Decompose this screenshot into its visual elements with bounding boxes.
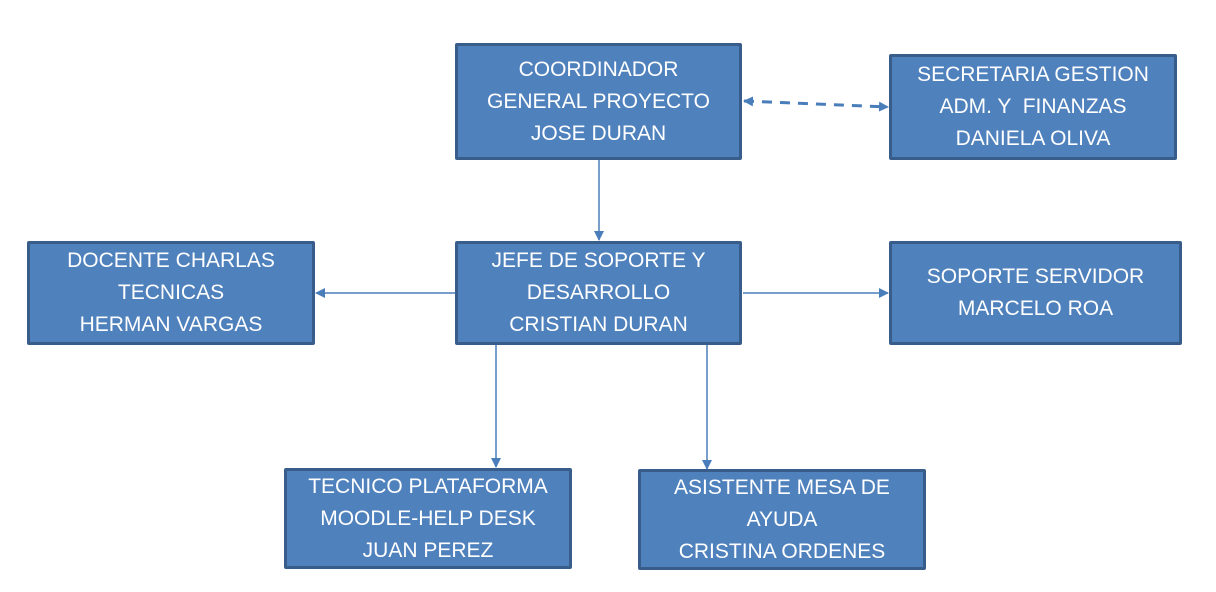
node-secretaria: SECRETARIA GESTION ADM. Y FINANZAS DANIE… (889, 54, 1177, 160)
node-asistente: ASISTENTE MESA DE AYUDA CRISTINA ORDENES (638, 469, 926, 570)
node-docente-line: DOCENTE CHARLAS (67, 249, 275, 272)
node-asistente-line: CRISTINA ORDENES (678, 539, 886, 563)
node-coordinador-line: GENERAL PROYECTO (487, 89, 710, 113)
node-jefe: JEFE DE SOPORTE Y DESARROLLO CRISTIAN DU… (455, 241, 742, 345)
node-tecnico-line: JUAN PEREZ (362, 538, 494, 562)
node-jefe-line: JEFE DE SOPORTE Y (491, 249, 706, 272)
node-jefe-line: DESARROLLO (526, 281, 671, 304)
node-docente: DOCENTE CHARLAS TECNICAS HERMAN VARGAS (27, 241, 315, 345)
node-docente-line: TECNICAS (117, 281, 225, 304)
node-jefe-line: CRISTIAN DURAN (509, 313, 688, 336)
node-tecnico: TECNICO PLATAFORMA MOODLE-HELP DESK JUAN… (284, 468, 572, 569)
node-asistente-line: AYUDA (746, 507, 818, 531)
node-secretaria-line: ADM. Y FINANZAS (939, 95, 1127, 118)
node-coordinador-line: COORDINADOR (518, 57, 679, 81)
node-docente-line: HERMAN VARGAS (79, 313, 263, 336)
node-soporte-line: SOPORTE SERVIDOR (926, 265, 1145, 288)
node-coordinador-line: JOSE DURAN (530, 121, 667, 145)
node-asistente-line: ASISTENTE MESA DE (674, 475, 890, 499)
edge-coordinador-secretaria (743, 96, 889, 112)
node-tecnico-line: TECNICO PLATAFORMA (308, 474, 548, 498)
node-soporte: SOPORTE SERVIDOR MARCELO ROA (889, 241, 1182, 345)
node-secretaria-line: SECRETARIA GESTION (917, 63, 1149, 86)
node-secretaria-line: DANIELA OLIVA (955, 127, 1111, 150)
node-coordinador: COORDINADOR GENERAL PROYECTO JOSE DURAN (455, 43, 742, 160)
node-tecnico-line: MOODLE-HELP DESK (320, 506, 536, 530)
node-soporte-line: MARCELO ROA (957, 297, 1114, 320)
